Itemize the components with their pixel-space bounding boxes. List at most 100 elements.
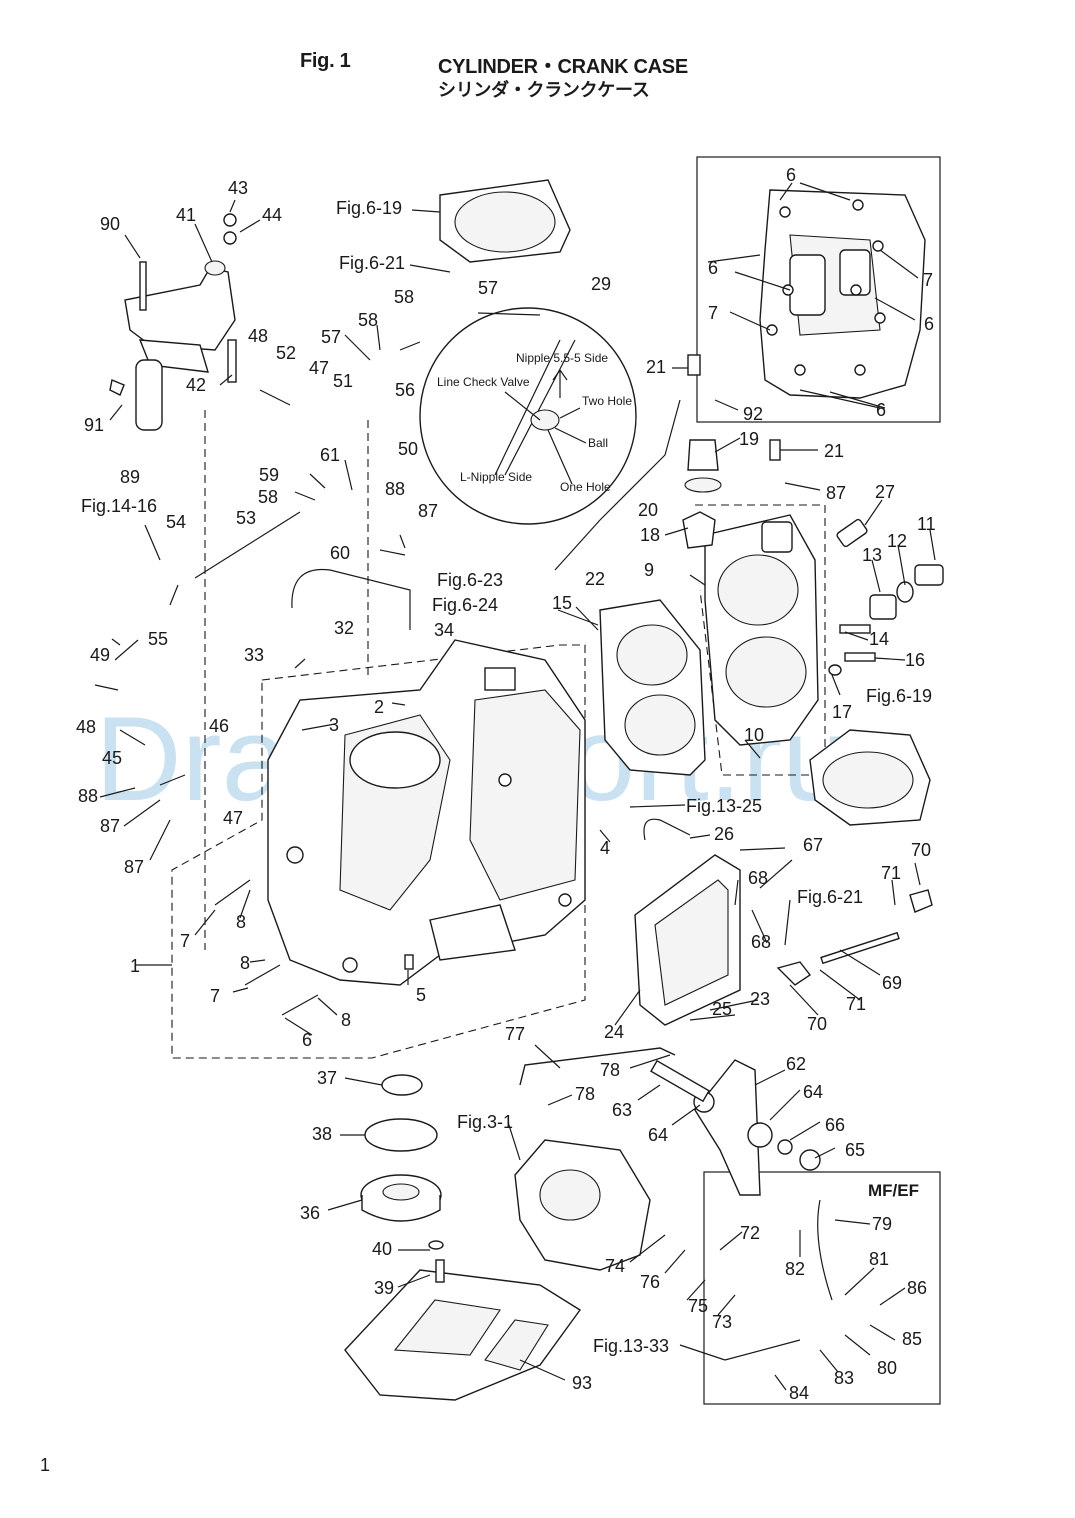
crankcase-assembly-outline — [171, 644, 586, 1059]
callout-6b: 6 — [708, 258, 718, 278]
callout-90: 90 — [100, 214, 120, 234]
callout-23: 23 — [750, 989, 770, 1009]
callout-67: 67 — [803, 835, 823, 855]
callout-fig-14-16: Fig.14-16 — [81, 496, 157, 516]
head-gasket — [599, 599, 706, 776]
callout-87: 87 — [418, 501, 438, 521]
callout-79: 79 — [872, 1214, 892, 1234]
bolts — [94, 341, 445, 1283]
callout-10: 10 — [744, 725, 764, 745]
callout-60: 60 — [330, 543, 350, 563]
callout-8c: 8 — [341, 1010, 351, 1030]
upper-mount-bracket — [109, 213, 237, 431]
callout-55: 55 — [148, 629, 168, 649]
seal-housing — [360, 1074, 442, 1222]
callout-37: 37 — [317, 1068, 337, 1088]
callout-72: 72 — [740, 1223, 760, 1243]
callout-24: 24 — [604, 1022, 624, 1042]
callout-73: 73 — [712, 1312, 732, 1332]
callout-14: 14 — [869, 629, 889, 649]
callout-45: 45 — [102, 748, 122, 768]
callout-33: 33 — [244, 645, 264, 665]
callout-70b: 70 — [807, 1014, 827, 1034]
callout-62: 62 — [786, 1054, 806, 1074]
callout-6d: 6 — [876, 400, 886, 420]
callout-26: 26 — [714, 824, 734, 844]
leader-dashes — [204, 410, 369, 950]
callout-50: 50 — [398, 439, 418, 459]
callout-27: 27 — [875, 482, 895, 502]
callout-22: 22 — [585, 569, 605, 589]
figure-title: CYLINDER・CRANK CASE — [438, 56, 688, 78]
callout-85: 85 — [902, 1329, 922, 1349]
callout-38: 38 — [312, 1124, 332, 1144]
callout-54: 54 — [166, 512, 186, 532]
callout-7d: 7 — [210, 986, 220, 1006]
callout-fig-13-25: Fig.13-25 — [686, 796, 762, 816]
callout-41: 41 — [176, 205, 196, 225]
ball-label: Ball — [588, 436, 608, 450]
check-valve-detail: Nipple 5.5-5 Side Line Check Valve Two H… — [419, 307, 637, 525]
callout-6e: 6 — [302, 1030, 312, 1050]
callout-71: 71 — [881, 863, 901, 883]
callout-12: 12 — [887, 531, 907, 551]
callout-fig-6-21-top: Fig.6-21 — [339, 253, 405, 273]
callout-84: 84 — [789, 1383, 809, 1403]
callout-58b: 58 — [358, 310, 378, 330]
callout-8b: 8 — [240, 953, 250, 973]
callout-64: 64 — [803, 1082, 823, 1102]
callout-8a: 8 — [236, 912, 246, 932]
callout-labels: 43 44 90 41 42 91 89 Fig.6-19 Fig.6-21 5… — [76, 165, 936, 1403]
callout-65: 65 — [845, 1140, 865, 1160]
callout-19: 19 — [739, 429, 759, 449]
callout-88: 88 — [385, 479, 405, 499]
l-nipple-side-label: L-Nipple Side — [460, 470, 532, 484]
callout-fig-6-19-right: Fig.6-19 — [866, 686, 932, 706]
callout-57b: 57 — [321, 327, 341, 347]
callout-42: 42 — [186, 375, 206, 395]
thermostat-assembly — [682, 354, 781, 549]
callout-77: 77 — [505, 1024, 525, 1044]
callout-52: 52 — [276, 343, 296, 363]
callout-5: 5 — [416, 985, 426, 1005]
callout-39: 39 — [374, 1278, 394, 1298]
figure-number: Fig. 1 — [300, 50, 351, 72]
mf-ef-label: MF/EF — [868, 1181, 919, 1200]
callout-29: 29 — [591, 274, 611, 294]
callout-59: 59 — [259, 465, 279, 485]
throttle-link-parts — [650, 889, 933, 1196]
one-hole-label: One Hole — [560, 480, 611, 494]
callout-fig-6-24: Fig.6-24 — [432, 595, 498, 615]
cylinder-view-inset — [696, 156, 941, 423]
callout-15: 15 — [552, 593, 572, 613]
callout-53: 53 — [236, 508, 256, 528]
cylinder-block-rear-view — [759, 189, 926, 399]
callout-43: 43 — [228, 178, 248, 198]
callout-3: 3 — [329, 715, 339, 735]
nipple-side-label: Nipple 5.5-5 Side — [516, 351, 608, 365]
exhaust-cover-ring-top — [439, 179, 571, 263]
callout-48b: 48 — [76, 717, 96, 737]
callout-16: 16 — [905, 650, 925, 670]
callout-89: 89 — [120, 467, 140, 487]
callout-75: 75 — [688, 1296, 708, 1316]
link-rod — [519, 1047, 676, 1086]
callout-21b: 21 — [824, 441, 844, 461]
page-number: 1 — [40, 1455, 51, 1475]
line-check-valve-label: Line Check Valve — [437, 375, 530, 389]
callout-86: 86 — [907, 1278, 927, 1298]
callout-25: 25 — [712, 999, 732, 1019]
callout-18: 18 — [640, 525, 660, 545]
callout-88b: 88 — [78, 786, 98, 806]
callout-74: 74 — [605, 1256, 625, 1276]
callout-32: 32 — [334, 618, 354, 638]
leader-lines — [99, 182, 936, 1391]
callout-81: 81 — [869, 1249, 889, 1269]
callout-57: 57 — [478, 278, 498, 298]
callout-58: 58 — [394, 287, 414, 307]
callout-78: 78 — [600, 1060, 620, 1080]
callout-fig-6-21-right: Fig.6-21 — [797, 887, 863, 907]
callout-51: 51 — [333, 371, 353, 391]
callout-56: 56 — [395, 380, 415, 400]
callout-91: 91 — [84, 415, 104, 435]
